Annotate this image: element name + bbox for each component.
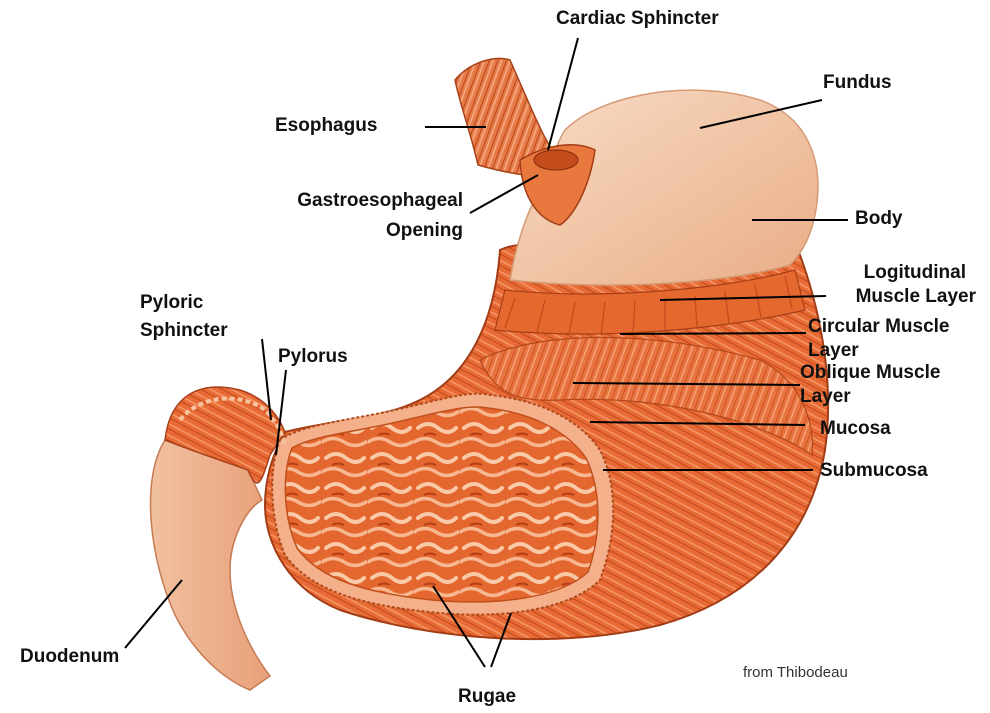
cardiac-sphincter-label: Cardiac Sphincter: [556, 8, 719, 30]
fundus-label: Fundus: [823, 72, 892, 94]
longitudinal-label-line2: Muscle Layer: [820, 286, 976, 308]
circular-muscle-label-line2: Layer: [808, 340, 859, 362]
circular-muscle-label-line1: Circular Muscle: [808, 316, 950, 338]
mucosa-label: Mucosa: [820, 418, 891, 440]
oblique-muscle-label-line1: Oblique Muscle: [800, 362, 940, 384]
gastroesophageal-label-line1: Gastroesophageal: [241, 190, 463, 212]
gastroesophageal-label-line2: Opening: [241, 220, 463, 242]
submucosa-label: Submucosa: [820, 460, 928, 482]
pylorus-label: Pylorus: [278, 346, 348, 368]
esophagus-label: Esophagus: [275, 115, 377, 137]
mucosa-rugae-interior: [285, 407, 598, 602]
rugae-label: Rugae: [458, 686, 516, 708]
pyloric-sphincter-label-line2: Sphincter: [140, 320, 228, 342]
duodenum-label: Duodenum: [20, 646, 119, 668]
oblique-muscle-label-line2: Layer: [800, 386, 851, 408]
source-credit: from Thibodeau: [743, 664, 848, 681]
longitudinal-label-line1: Logitudinal: [820, 262, 966, 284]
pyloric-sphincter-label-line1: Pyloric: [140, 292, 203, 314]
body-label: Body: [855, 208, 903, 230]
